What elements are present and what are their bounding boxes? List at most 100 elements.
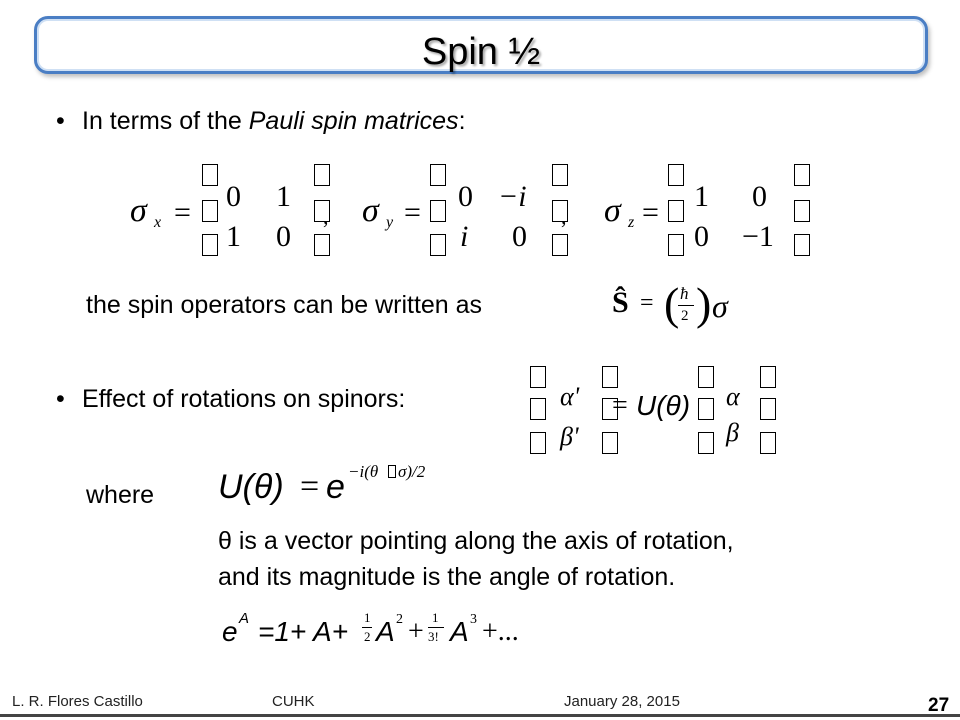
bullet-dot-icon: • xyxy=(56,107,65,135)
beta: β xyxy=(726,418,739,447)
bracket-box-icon xyxy=(314,234,330,256)
series-rhs1: =1+ A+ xyxy=(258,616,349,647)
bracket-box-icon xyxy=(760,432,776,454)
sigma-z-sub: z xyxy=(628,214,635,231)
footer-date: January 28, 2015 xyxy=(564,693,680,710)
comma-x: , xyxy=(323,204,329,229)
sigma-y-symbol: σ xyxy=(362,192,379,229)
bracket-box-icon xyxy=(602,398,618,420)
sx-r2c1: 1 xyxy=(226,220,241,253)
footer-divider xyxy=(0,714,960,717)
u-theta-def-eq: = xyxy=(300,468,320,505)
sz-r1c1: 1 xyxy=(694,180,709,213)
series-sup2: 2 xyxy=(396,612,403,627)
hbar-symbol: ħ xyxy=(680,284,689,303)
alpha: α xyxy=(726,382,740,411)
sigma-x-eq: = xyxy=(174,196,191,229)
spin-operators-text: the spin operators can be written as xyxy=(86,291,483,319)
sigma-y-sub: y xyxy=(386,214,394,231)
sz-r2c1: 0 xyxy=(694,220,709,253)
bracket-box-icon xyxy=(552,200,568,222)
bracket-box-icon xyxy=(794,164,810,186)
bracket-box-icon xyxy=(314,164,330,186)
bullet-pauli: • In terms of the Pauli spin matrices: xyxy=(56,106,466,136)
comma-y: , xyxy=(561,204,567,229)
sx-r1c2: 1 xyxy=(276,180,291,213)
series-plus: + xyxy=(408,616,424,647)
bracket-box-icon xyxy=(602,366,618,388)
u-theta-def-lhs: U(θ) xyxy=(218,468,284,506)
spin-operator-equation: Ŝ = ( ħ 2 ) σ xyxy=(594,278,744,334)
sy-r1c1: 0 xyxy=(458,180,473,213)
series-lhs-sup: A xyxy=(239,610,250,627)
series-a3: A xyxy=(450,616,469,647)
bullet-dot-icon: • xyxy=(56,385,65,413)
title-bar: Spin ½ xyxy=(34,16,928,74)
half-num: 1 xyxy=(364,610,371,625)
series-sup3: 3 xyxy=(470,612,477,627)
bullet-pauli-prefix: In terms of the xyxy=(82,107,249,135)
footer-author: L. R. Flores Castillo xyxy=(12,693,143,710)
bracket-box-icon xyxy=(668,164,684,186)
beta-prime: β' xyxy=(560,422,579,451)
bracket-box-icon xyxy=(430,164,446,186)
bracket-box-icon xyxy=(530,398,546,420)
sigma-z-eq: = xyxy=(642,196,659,229)
series-a2: A xyxy=(376,616,395,647)
s-hat-symbol: Ŝ xyxy=(612,286,629,319)
rotation-equation: α' β' = U(θ) α β xyxy=(530,362,780,458)
paren-left-icon: ( xyxy=(664,278,680,329)
bracket-box-icon xyxy=(794,200,810,222)
bracket-box-icon xyxy=(760,398,776,420)
bracket-box-icon xyxy=(698,398,714,420)
bullet-rotations-text: Effect of rotations on spinors: xyxy=(82,385,406,413)
footer-org: CUHK xyxy=(272,693,315,710)
theta-line-1: θ is a vector pointing along the axis of… xyxy=(218,527,734,555)
sigma-y-eq: = xyxy=(404,196,421,229)
bracket-box-icon xyxy=(552,164,568,186)
sigma-symbol: σ xyxy=(712,288,728,324)
sigma-x-symbol: σ xyxy=(130,192,147,229)
fraction-bar xyxy=(678,305,694,306)
rotation-eq: = xyxy=(612,390,628,421)
sy-r2c1: i xyxy=(460,220,469,253)
sz-r2c2: −1 xyxy=(742,220,774,253)
bullet-pauli-emph: Pauli spin matrices xyxy=(248,107,459,135)
bracket-box-icon xyxy=(202,200,218,222)
bracket-box-icon xyxy=(668,234,684,256)
bracket-box-icon xyxy=(552,234,568,256)
bracket-box-icon xyxy=(760,366,776,388)
series-tail: +... xyxy=(482,616,519,647)
exponential-series: e A =1+ A+ 1 2 A 2 + 1 3! A 3 +... xyxy=(222,606,552,656)
sx-r2c2: 0 xyxy=(276,220,291,253)
bullet-rotations: • Effect of rotations on spinors: xyxy=(56,384,405,414)
bracket-box-icon xyxy=(602,432,618,454)
dot-box-icon xyxy=(388,465,396,478)
theta-line-2: and its magnitude is the angle of rotati… xyxy=(218,563,676,591)
series-lhs: e xyxy=(222,616,238,647)
u-theta: U(θ) xyxy=(636,390,691,421)
where-label: where xyxy=(86,481,155,509)
bracket-box-icon xyxy=(314,200,330,222)
sigma-z-symbol: σ xyxy=(604,192,621,229)
sy-r1c2: −i xyxy=(498,180,527,213)
exp-power: −i(θ xyxy=(348,462,379,481)
fraction-bar xyxy=(428,627,444,628)
bracket-box-icon xyxy=(794,234,810,256)
bracket-box-icon xyxy=(202,164,218,186)
s-hat-eq: = xyxy=(640,290,654,316)
sz-r1c2: 0 xyxy=(752,180,767,213)
bracket-box-icon xyxy=(698,432,714,454)
exp-power-end: σ)/2 xyxy=(398,462,426,481)
sx-r1c1: 0 xyxy=(226,180,241,213)
u-theta-definition: U(θ) = e −i(θ σ)/2 xyxy=(218,462,468,512)
bracket-box-icon xyxy=(202,234,218,256)
bracket-box-icon xyxy=(668,200,684,222)
alpha-prime: α' xyxy=(560,382,580,411)
third-den: 3! xyxy=(428,629,439,644)
slide-title: Spin ½ xyxy=(421,31,541,73)
fraction-bar xyxy=(362,627,372,628)
page-number: 27 xyxy=(928,695,950,716)
bullet-pauli-suffix: : xyxy=(458,107,466,135)
